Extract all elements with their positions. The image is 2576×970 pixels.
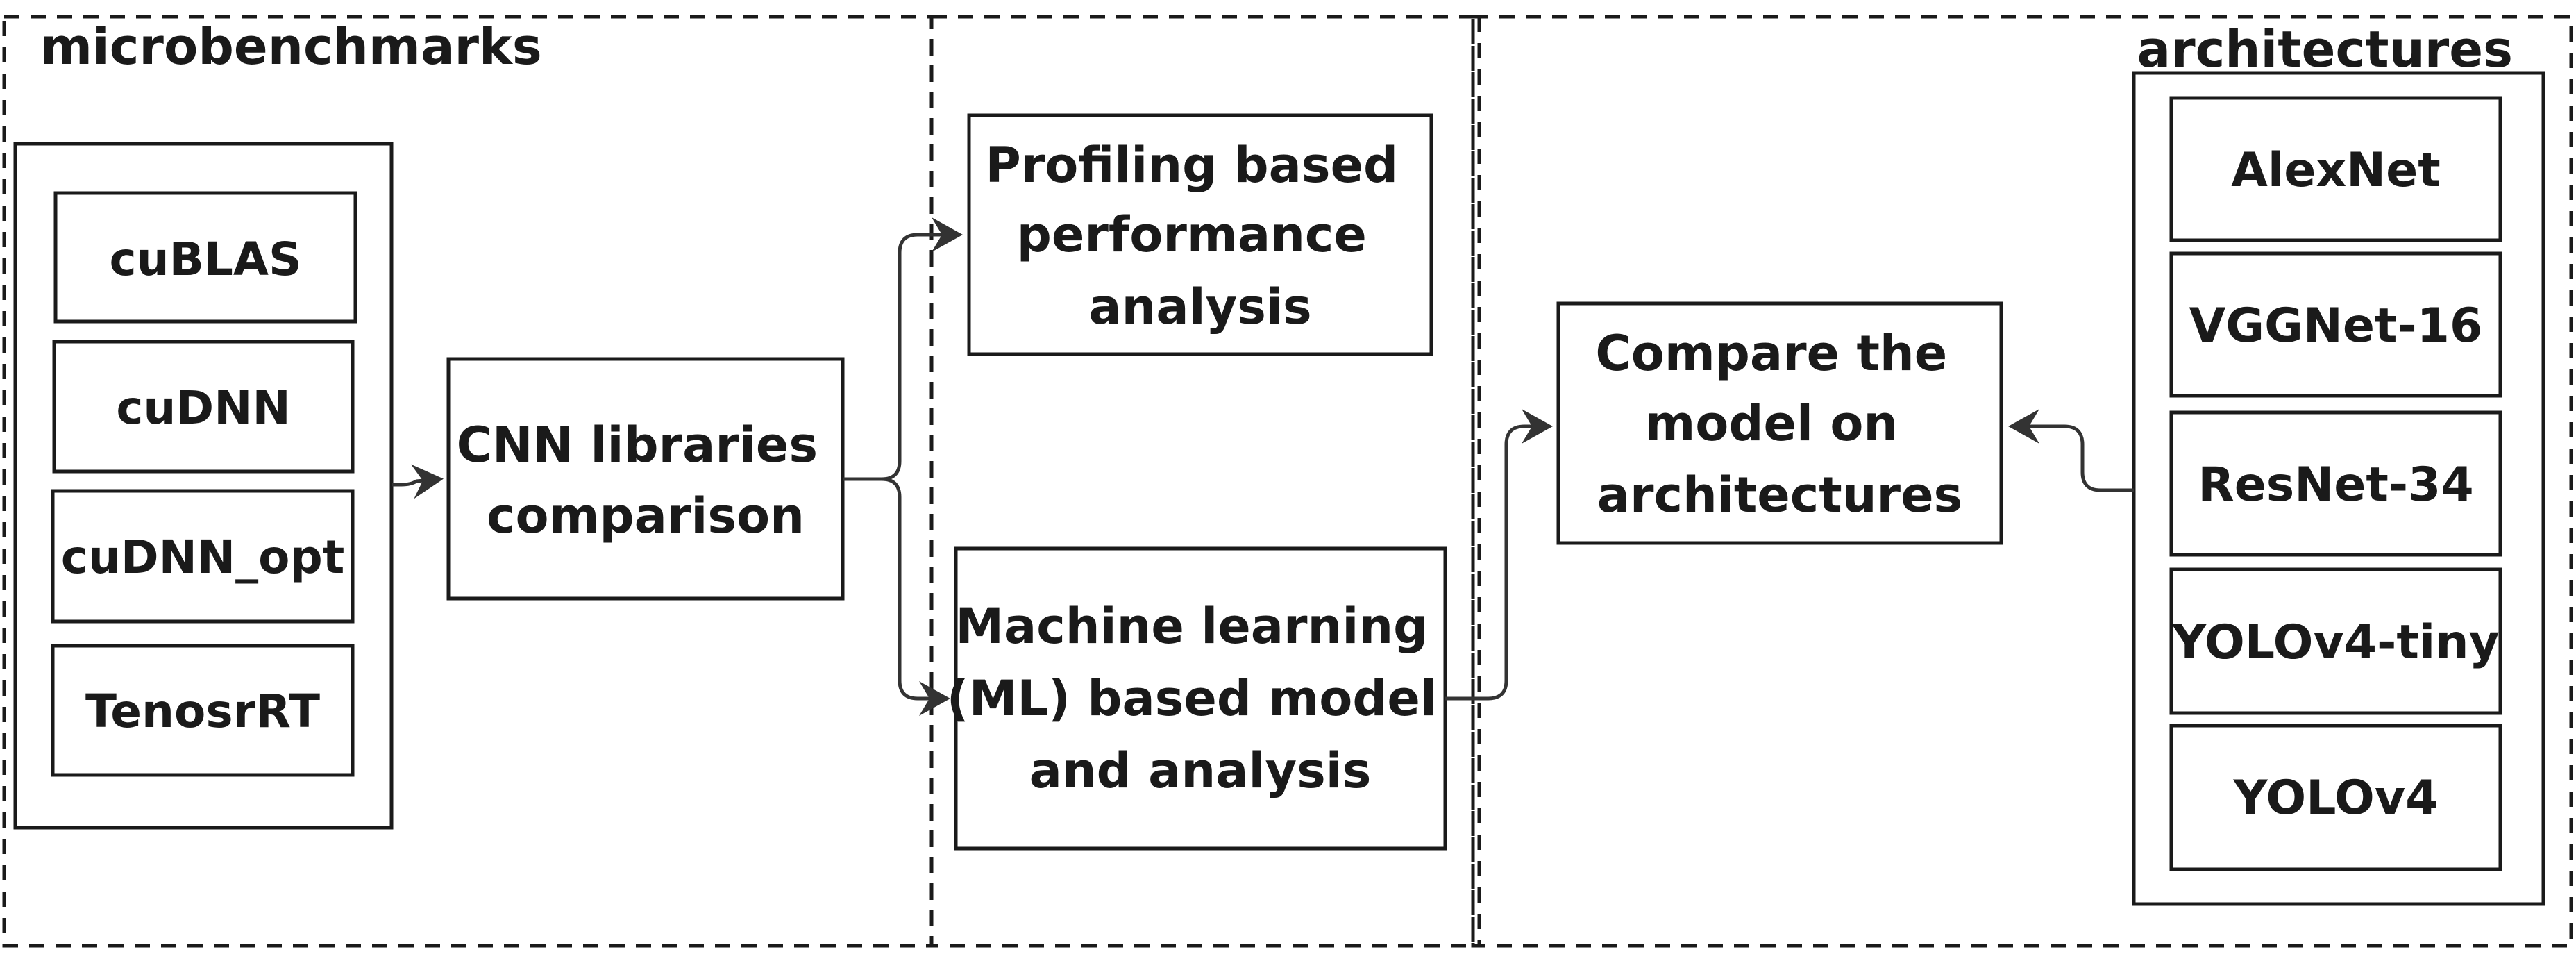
- compare-line-3: architectures: [1597, 467, 1962, 524]
- ml-model-line-1: Machine learning: [955, 598, 1428, 655]
- architecture-label-yolov4: YOLOv4: [2233, 771, 2439, 826]
- compare-box: [1556, 301, 2003, 545]
- cnn-comparison-box: [446, 357, 845, 601]
- arrow-comparison-to-profiling: [843, 217, 963, 481]
- library-box-cudnn-opt: [51, 489, 355, 624]
- compare-line-2: model on: [1644, 395, 1898, 452]
- library-box-tensorrt: [51, 644, 355, 777]
- architectures-section: [1471, 15, 2573, 948]
- architecture-label-resnet34: ResNet-34: [2198, 458, 2473, 512]
- profiling-analysis-label: Profiling based performance analysis: [985, 137, 1415, 335]
- profiling-line-1: Profiling based: [985, 137, 1398, 194]
- arrow-ml-model-to-compare: [1445, 409, 1553, 701]
- microbenchmarks-section: [2, 15, 934, 948]
- arrow-comparison-to-ml-model: [881, 477, 950, 716]
- ml-model-label: Machine learning (ML) based model and an…: [947, 598, 1454, 799]
- ml-model-line-2: (ML) based model: [947, 670, 1437, 727]
- profiling-line-2: performance: [1017, 206, 1367, 263]
- arrow-libraries-to-comparison: [392, 464, 444, 499]
- profiling-line-3: analysis: [1088, 278, 1311, 335]
- microbenchmarks-title: microbenchmarks: [40, 17, 542, 76]
- architecture-label-yolov4-tiny: YOLOv4-tiny: [2171, 615, 2500, 670]
- architecture-box-yolov4-tiny: [2169, 567, 2502, 715]
- library-box-cublas: [53, 191, 357, 324]
- arrow-architectures-to-compare: [2008, 409, 2134, 492]
- compare-line-1: Compare the: [1595, 325, 1947, 382]
- library-label-tensorrt: TenosrRT: [85, 685, 320, 738]
- library-label-cublas: cuBLAS: [109, 233, 301, 286]
- architecture-box-yolov4: [2169, 724, 2502, 871]
- profiling-analysis-box: [967, 113, 1433, 356]
- library-label-cudnn-opt: cuDNN_opt: [61, 530, 345, 584]
- cnn-comparison-line-1: CNN libraries: [457, 417, 818, 474]
- library-box-cudnn: [52, 340, 355, 474]
- compare-label: Compare the model on architectures: [1595, 325, 1964, 524]
- architectures-title: architectures: [2137, 20, 2513, 78]
- ml-model-box: [954, 546, 1447, 851]
- ml-model-line-3: and analysis: [1029, 742, 1372, 799]
- architecture-box-alexnet: [2169, 96, 2502, 242]
- architecture-label-vggnet16: VGGNet-16: [2189, 299, 2483, 353]
- cnn-comparison-line-2: comparison: [487, 487, 805, 544]
- architecture-box-vggnet16: [2169, 251, 2502, 398]
- library-label-cudnn: cuDNN: [116, 381, 290, 435]
- cnn-comparison-label: CNN libraries comparison: [457, 417, 835, 544]
- architecture-label-alexnet: AlexNet: [2231, 143, 2440, 198]
- architecture-box-resnet34: [2169, 410, 2502, 557]
